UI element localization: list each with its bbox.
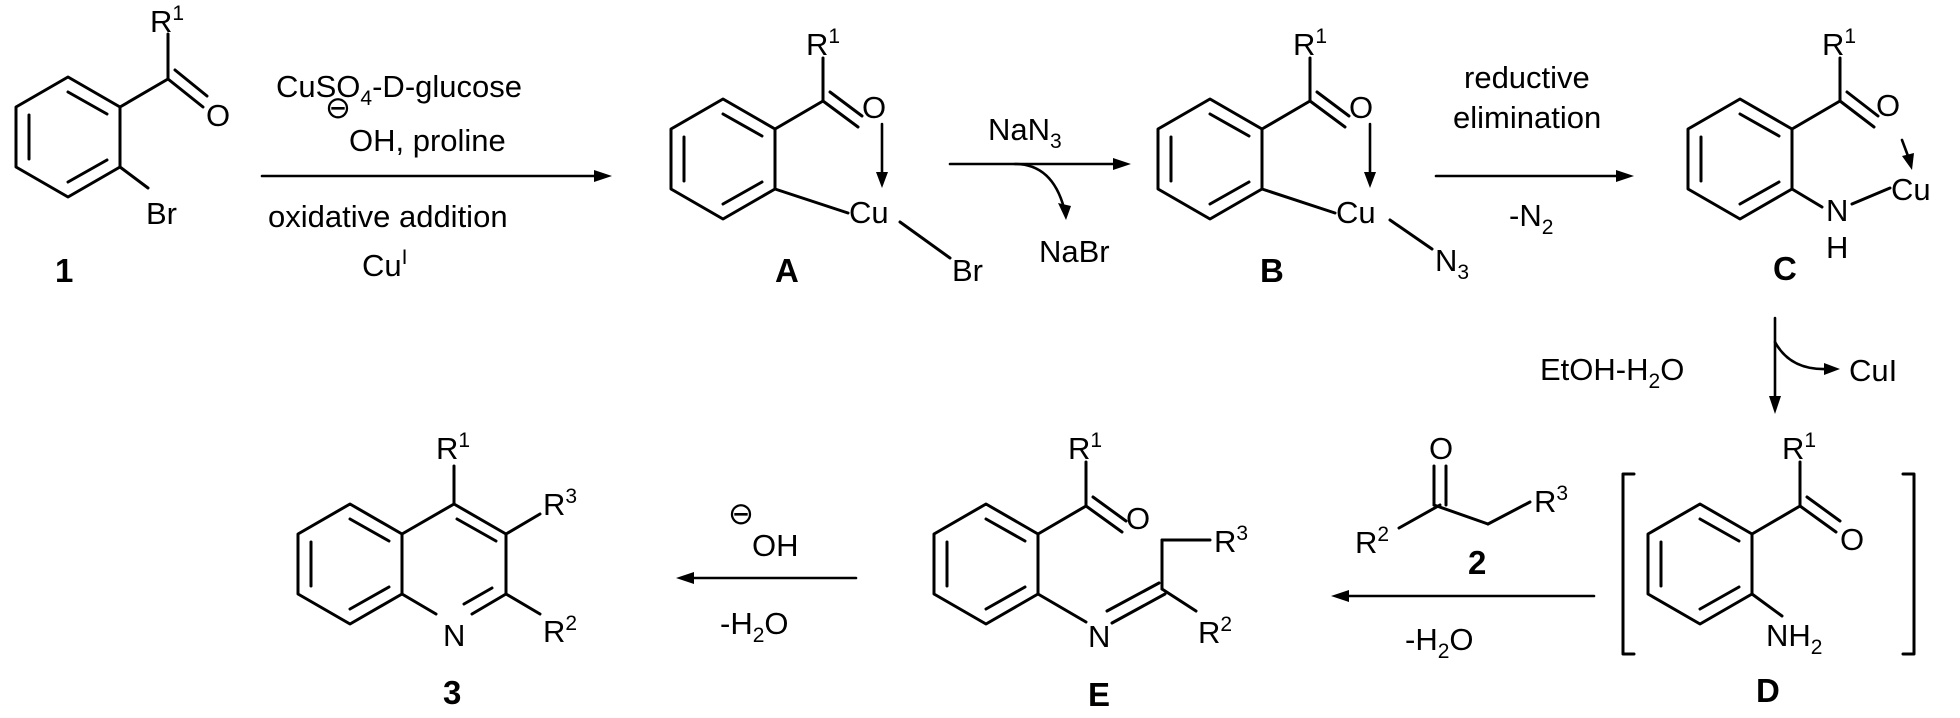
compound-1-label: 1 (55, 252, 73, 289)
arrow1-step-name: oxidative addition (268, 199, 508, 234)
arrow6-charge: ⊖ (728, 496, 754, 531)
arrow6-byproduct: -H2O (720, 606, 789, 647)
compound-1-oxygen: O (206, 98, 230, 133)
compound-1-bromine: Br (146, 196, 177, 231)
ketone-2-r3: R3 (1534, 482, 1568, 519)
intermediate-b-label: B (1260, 252, 1284, 289)
arrow1-base: OH, proline (349, 123, 506, 158)
ketone-2-oxygen: O (1429, 431, 1453, 466)
intermediate-a-label: A (775, 252, 799, 289)
intermediate-a-oxygen: O (862, 90, 886, 125)
intermediate-c: R1 O Cu N H C (1686, 25, 1931, 287)
intermediate-c-bonds (1686, 56, 1914, 221)
imine-e-r1: R1 (1068, 429, 1102, 466)
ketone-2-bonds (1397, 464, 1532, 530)
arrow-cyclization: ⊖ OH -H2O (676, 496, 858, 647)
intermediate-b-azide: N3 (1435, 243, 1469, 284)
intermediate-d-r1: R1 (1782, 429, 1816, 466)
compound-1-r1: R1 (150, 2, 184, 39)
arrow6-base: OH (752, 528, 799, 563)
intermediate-c-nitrogen: N (1826, 193, 1848, 228)
intermediate-d-label: D (1756, 672, 1780, 709)
intermediate-c-oxygen: O (1876, 88, 1900, 123)
intermediate-b-copper: Cu (1336, 195, 1376, 230)
arrow3-label-line2: elimination (1453, 100, 1601, 135)
intermediate-c-copper: Cu (1891, 172, 1931, 207)
quinoline-3-nitrogen: N (443, 618, 465, 653)
imine-e-nitrogen: N (1088, 619, 1110, 654)
intermediate-a-bromine: Br (952, 253, 983, 288)
arrow1-copper: CuI (362, 246, 407, 283)
ketone-2-label: 2 (1468, 544, 1486, 581)
intermediate-d-oxygen: O (1840, 522, 1864, 557)
arrow4-solvent: EtOH-H2O (1540, 352, 1684, 393)
arrow1-charge: ⊖ (325, 90, 351, 125)
quinoline-3-r1: R1 (436, 429, 470, 466)
compound-1: R1 O Br 1 (14, 2, 230, 289)
arrow2-byproduct: NaBr (1039, 234, 1110, 269)
intermediate-a: R1 O Cu Br A (669, 25, 983, 289)
intermediate-b-oxygen: O (1349, 90, 1373, 125)
arrow5-byproduct: -H2O (1405, 622, 1474, 663)
intermediate-d-bonds (1621, 460, 1916, 656)
quinoline-3-r3: R3 (543, 485, 577, 522)
imine-e-oxygen: O (1126, 501, 1150, 536)
intermediate-c-label: C (1773, 250, 1797, 287)
arrow-reductive-elimination: reductive elimination -N2 (1434, 60, 1634, 239)
imine-e-label: E (1088, 676, 1110, 713)
quinoline-3-r2: R2 (543, 612, 577, 649)
intermediate-a-copper: Cu (849, 195, 889, 230)
quinoline-3-label: 3 (443, 674, 461, 711)
intermediate-b-bonds (1156, 56, 1434, 251)
imine-e: R1 O N R3 R2 E (932, 429, 1248, 713)
imine-e-r2: R2 (1198, 613, 1232, 650)
quinoline-3: R1 R3 N R2 3 (296, 429, 577, 711)
compound-1-bonds (14, 32, 209, 199)
arrow3-label-line1: reductive (1464, 60, 1590, 95)
intermediate-d-amine: NH2 (1766, 618, 1822, 659)
arrow-ligand-exchange: NaN3 NaBr (948, 112, 1131, 269)
arrow-oxidative-addition: CuSO4-D-glucose ⊖ OH, proline oxidative … (260, 69, 612, 283)
arrow-condensation: -H2O (1331, 590, 1596, 663)
intermediate-d: R1 O NH2 D (1621, 429, 1916, 709)
intermediate-c-r1: R1 (1822, 25, 1856, 62)
intermediate-b-r1: R1 (1293, 25, 1327, 62)
imine-e-bonds (932, 460, 1212, 626)
intermediate-a-bonds (669, 56, 952, 260)
intermediate-a-r1: R1 (806, 25, 840, 62)
ketone-2-r2: R2 (1355, 523, 1389, 560)
arrow4-byproduct: CuI (1849, 353, 1897, 388)
ketone-2: O R2 R3 2 (1355, 431, 1568, 581)
arrow1-catalyst: CuSO4-D-glucose (276, 69, 522, 110)
arrow-hydrolysis: EtOH-H2O CuI (1540, 316, 1897, 414)
arrow3-byproduct: -N2 (1509, 198, 1553, 239)
imine-e-r3: R3 (1214, 522, 1248, 559)
arrow2-reagent: NaN3 (988, 112, 1062, 153)
intermediate-c-hydrogen: H (1826, 230, 1848, 265)
intermediate-b: R1 O Cu N3 B (1156, 25, 1469, 289)
quinoline-3-bonds (296, 464, 542, 626)
